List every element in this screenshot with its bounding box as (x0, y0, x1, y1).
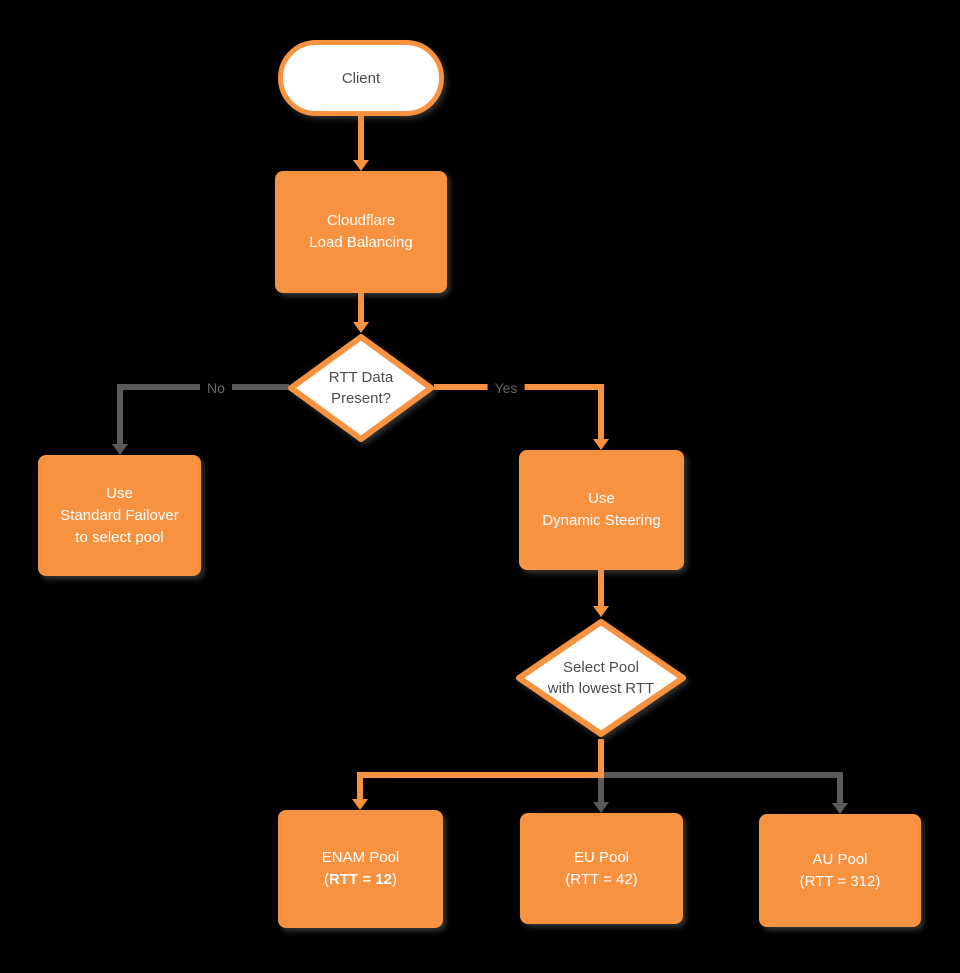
node-au-pool: AU Pool (RTT = 312) (759, 814, 921, 927)
node-load-balancing: Cloudflare Load Balancing (275, 171, 447, 293)
select-pool-line1: Select Pool (563, 659, 639, 676)
node-standard-failover: Use Standard Failover to select pool (38, 455, 201, 576)
arrowhead-into-loadbalancer (353, 160, 369, 171)
arrowhead-into-standard-failover (112, 444, 128, 455)
node-enam-pool: ENAM Pool (RTT = 12) (278, 810, 443, 928)
enam-pool-paren-open: ( (324, 871, 330, 888)
load-balancing-line2: Load Balancing (309, 234, 413, 251)
select-pool-line2: with lowest RTT (547, 680, 655, 697)
node-client: Client (278, 40, 444, 116)
au-pool-line1: AU Pool (812, 850, 868, 868)
arrowhead-into-eu-pool (593, 802, 609, 813)
rtt-decision-line2: Present? (330, 390, 392, 407)
arrowhead-into-au-pool (832, 803, 848, 814)
enam-pool-line2: (RTT = 12) (324, 869, 397, 891)
edge-to-eu-pool (598, 778, 604, 803)
edge-label-no: No (200, 378, 232, 398)
edge-to-au-pool (837, 772, 843, 804)
eu-pool-line2: (RTT = 42) (565, 870, 638, 888)
arrowhead-into-select-pool (593, 606, 609, 617)
standard-failover-line3: to select pool (75, 528, 164, 546)
edge-yes-vertical (598, 384, 604, 440)
client-label: Client (341, 69, 381, 87)
edge-dynamic-to-select-pool (598, 570, 604, 607)
rtt-decision-diamond-shape (288, 334, 434, 442)
rtt-decision-line1: RTT Data (328, 369, 394, 386)
standard-failover-line1: Use (106, 484, 133, 502)
dynamic-steering-line1: Use (588, 490, 615, 507)
node-rtt-decision: RTT Data Present? (285, 332, 437, 444)
load-balancing-line1: Cloudflare (326, 212, 396, 229)
edge-client-to-loadbalancer (358, 114, 364, 162)
edge-select-pool-down (598, 739, 604, 778)
node-select-pool: Select Pool with lowest RTT (513, 617, 689, 739)
au-pool-line2: (RTT = 312) (799, 872, 881, 890)
arrowhead-into-rtt-decision (353, 322, 369, 333)
eu-pool-line1: EU Pool (573, 848, 630, 866)
node-eu-pool: EU Pool (RTT = 42) (520, 813, 683, 924)
standard-failover-line2: Standard Failover (60, 506, 179, 524)
enam-pool-rtt-value: RTT = 12 (329, 871, 392, 888)
edge-label-yes: Yes (487, 378, 525, 398)
edge-loadbalancer-to-rtt-decision (358, 293, 364, 324)
arrowhead-into-enam-pool (352, 799, 368, 810)
dynamic-steering-line2: Dynamic Steering (542, 512, 661, 529)
select-pool-diamond-shape (516, 619, 686, 737)
node-dynamic-steering: Use Dynamic Steering (519, 450, 684, 570)
edge-split-right (601, 772, 843, 778)
enam-pool-paren-close: ) (391, 871, 397, 888)
edge-split-left (357, 772, 604, 778)
arrowhead-into-dynamic-steering (593, 439, 609, 450)
edge-no-vertical (117, 384, 123, 445)
enam-pool-line1: ENAM Pool (321, 849, 400, 866)
edge-to-enam-pool (357, 772, 363, 800)
